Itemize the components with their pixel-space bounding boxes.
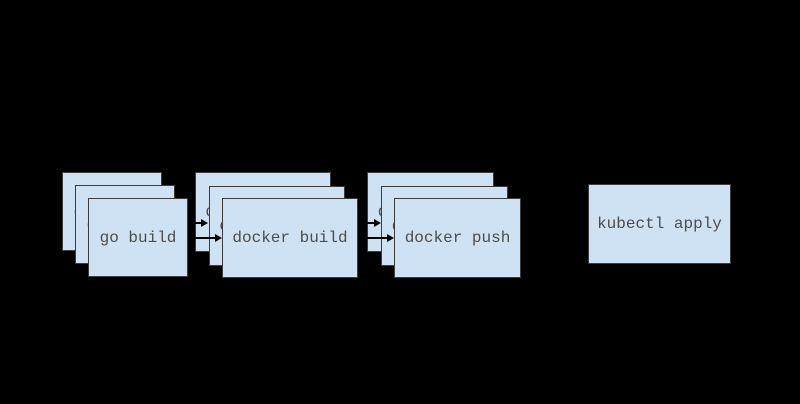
docker-build-box-front-layer: docker build [222, 198, 358, 278]
docker-push-box-front-layer: docker push [394, 198, 521, 278]
kubectl-apply-box: kubectl apply [588, 184, 731, 264]
go-build-box-front-layer: go build [88, 198, 188, 277]
flow-arrow-icon [345, 219, 381, 227]
flow-arrow-icon [188, 234, 222, 242]
flow-arrow-icon [358, 234, 394, 242]
